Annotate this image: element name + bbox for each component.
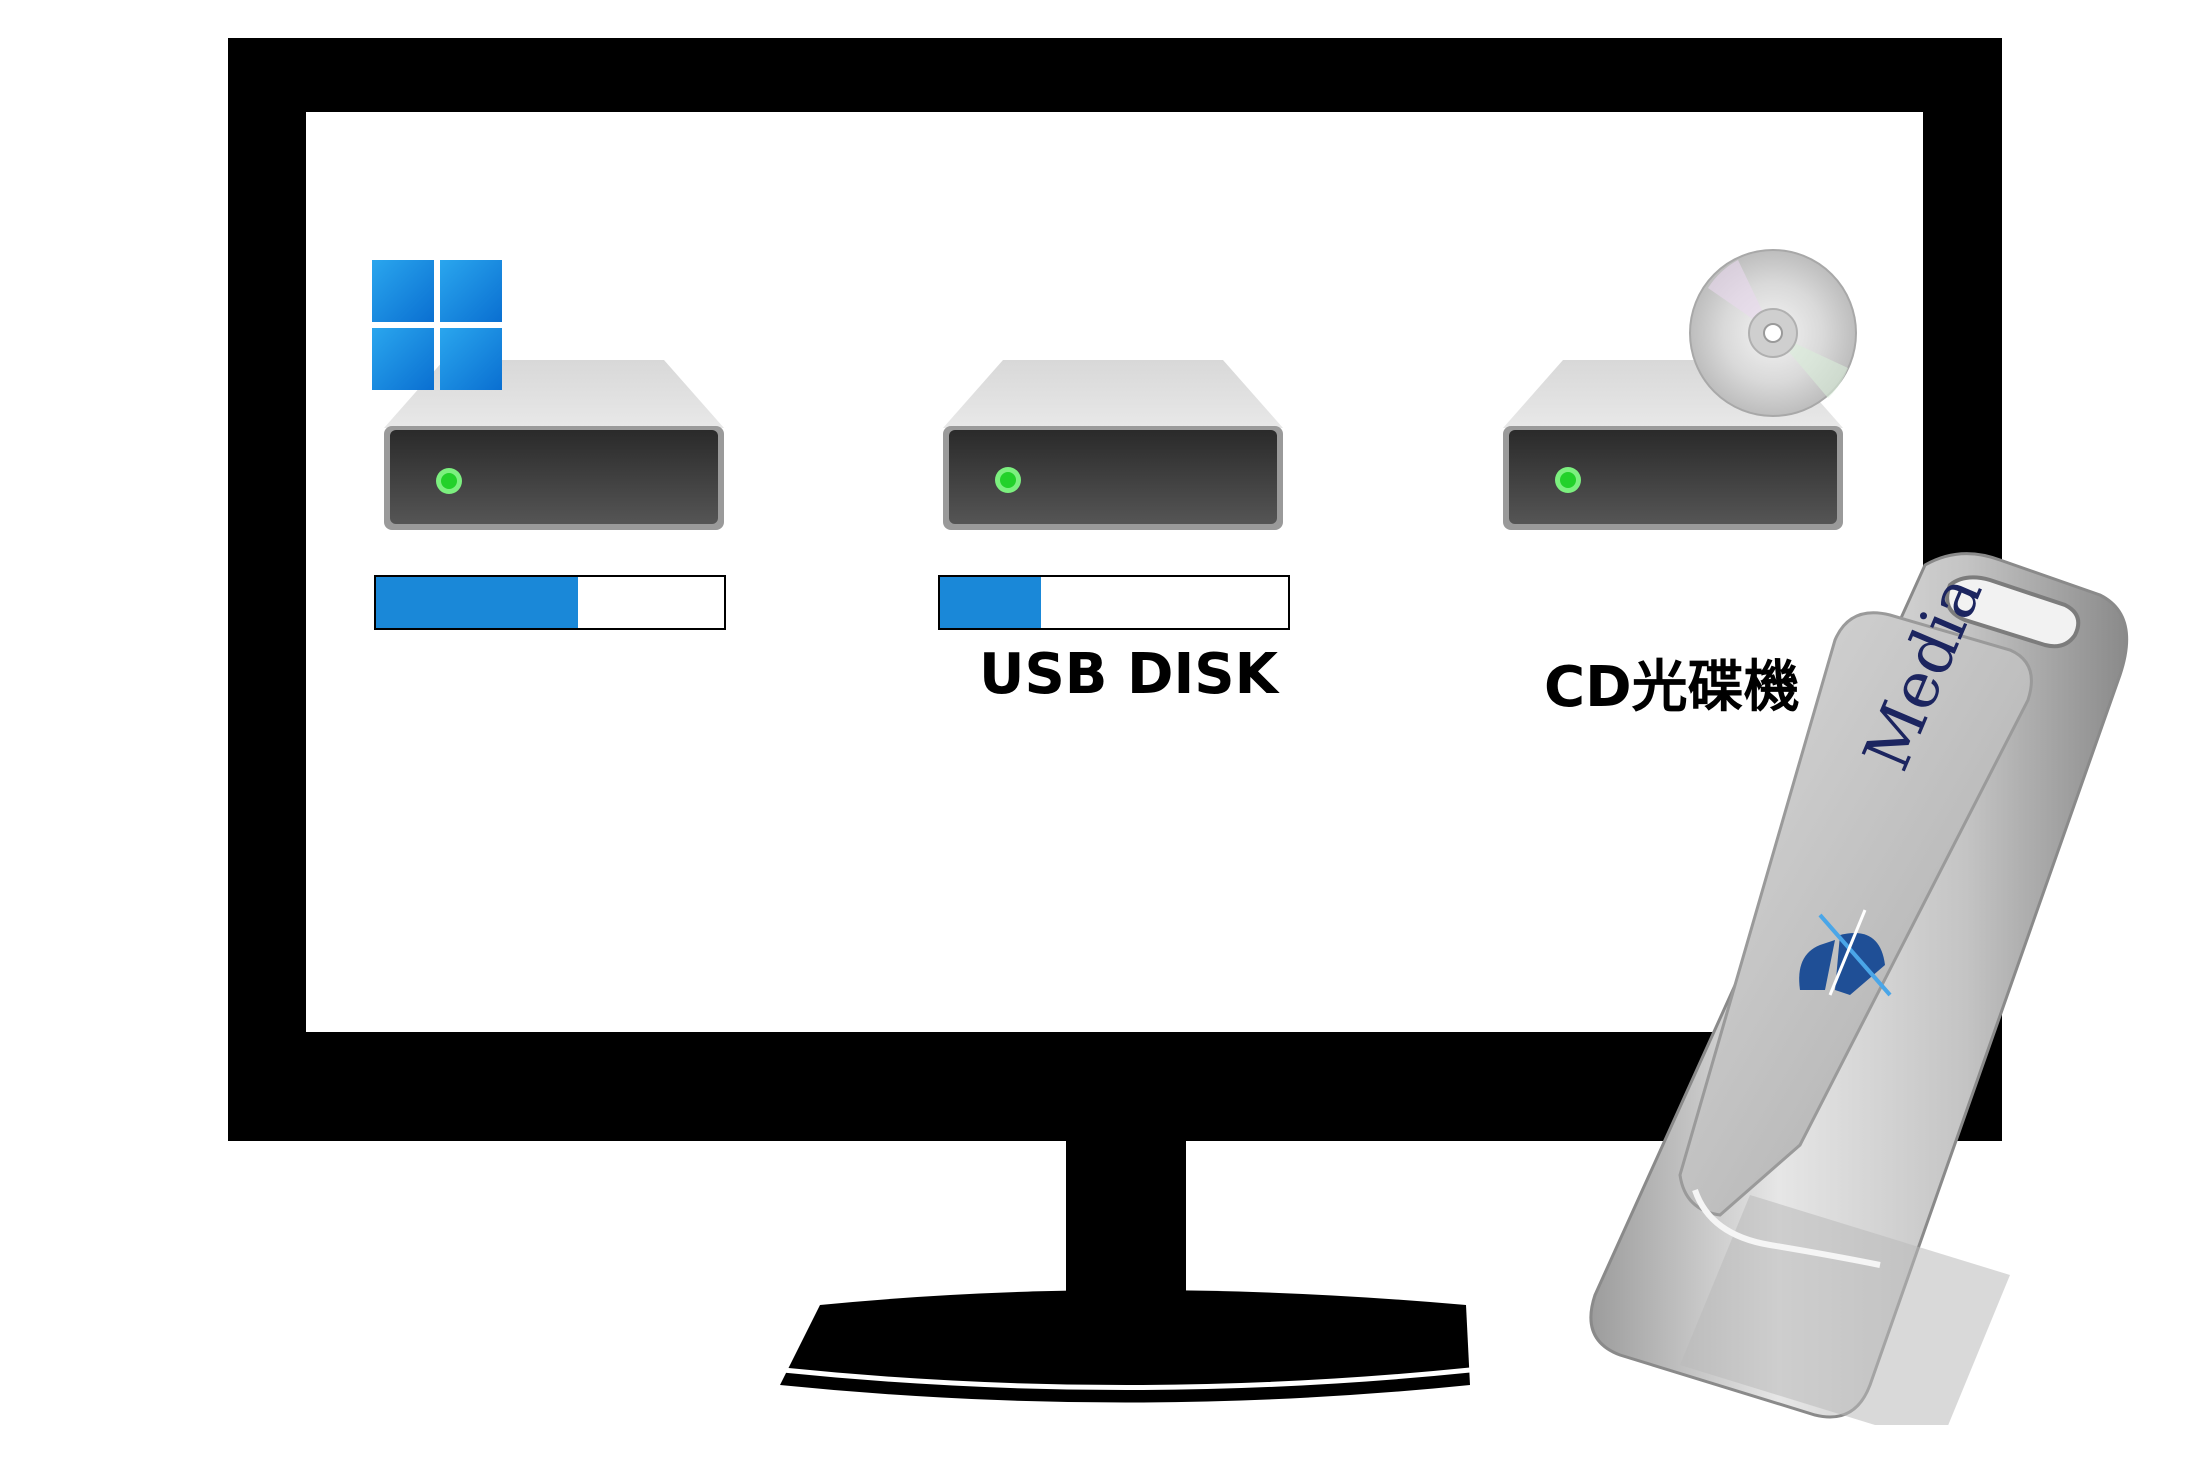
progress-fill [940, 577, 1041, 628]
cd-disc-icon [1688, 248, 1858, 418]
windows-icon [372, 260, 502, 390]
progress-fill [376, 577, 578, 628]
usb-disk-progress [938, 575, 1290, 630]
monitor-neck [1066, 1140, 1186, 1295]
hard-drive-icon [943, 360, 1283, 530]
cd-drive-label: CD光碟機 [1544, 655, 1800, 720]
system-drive-progress [374, 575, 726, 630]
sd-logo-icon [1799, 909, 1892, 997]
usb-disk-label: USB DISK [979, 642, 1279, 707]
monitor-screen: USB DISK CD光碟機 [306, 112, 1923, 1032]
usb-disk-drive-icon[interactable] [943, 356, 1283, 531]
